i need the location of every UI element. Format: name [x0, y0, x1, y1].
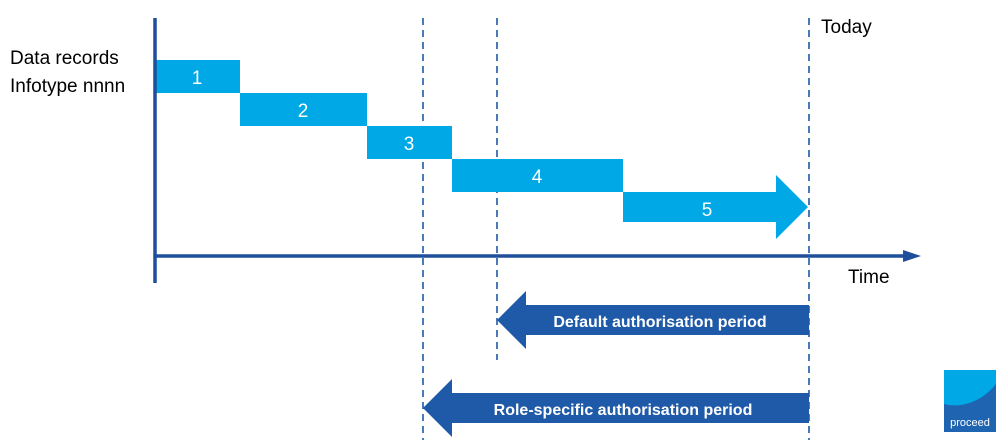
record-bar-4 [452, 159, 623, 192]
record-label-3: 3 [404, 134, 415, 155]
record-label-5: 5 [702, 200, 713, 221]
proceed-logo: proceed [944, 370, 996, 432]
default-period-arrow [497, 291, 809, 349]
role-period-arrow [423, 379, 809, 437]
record-bar-3 [367, 126, 452, 159]
record-bar-2 [240, 93, 367, 126]
logo-text: proceed [950, 417, 990, 429]
default-period-label: Default authorisation period [553, 314, 766, 331]
role-period-label: Role-specific authorisation period [494, 402, 753, 419]
x-axis-label: Time [848, 267, 890, 288]
record-label-1: 1 [192, 68, 203, 89]
record-bar-1 [155, 60, 240, 93]
record-label-2: 2 [298, 101, 309, 122]
y-axis-label-line2: Infotype nnnn [10, 76, 125, 97]
record-bar-5 [623, 175, 808, 239]
y-axis-label-line1: Data records [10, 48, 119, 69]
today-label: Today [821, 17, 872, 38]
x-axis-arrowhead [903, 250, 921, 262]
record-label-4: 4 [532, 167, 543, 188]
